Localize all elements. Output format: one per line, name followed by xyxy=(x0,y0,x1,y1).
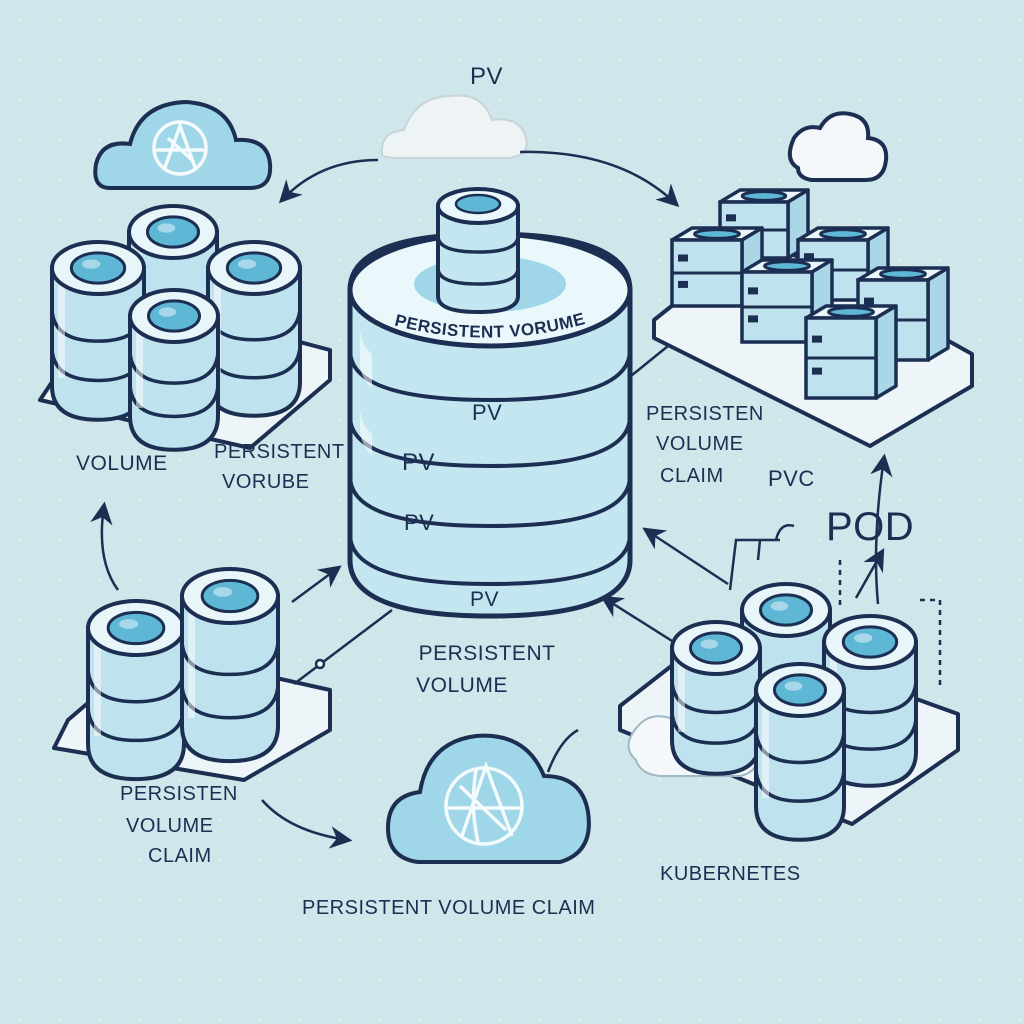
server-box-tr-front xyxy=(804,304,898,400)
central-persistent-volume xyxy=(347,187,633,619)
arrow-center-left-down xyxy=(293,609,393,685)
pvc-left-label: PERSISTEN VOLUME CLAIM xyxy=(120,783,244,867)
arrow-to-pvc xyxy=(625,345,669,381)
server-drum-tl-left xyxy=(50,240,146,422)
pvc-right-label: PERSISTEN VOLUME CLAIM xyxy=(646,403,770,487)
arrow-bottom-left xyxy=(261,799,353,849)
globe-icon xyxy=(444,760,524,846)
persistent-vorube-label: PERSISTENT VORUBE xyxy=(214,441,350,493)
arrow-pod-up xyxy=(870,453,893,605)
arrow-bottom-center xyxy=(546,728,579,773)
pvc-label: PVC xyxy=(768,466,815,491)
pv-band-label-3: PV xyxy=(404,510,434,535)
pv-band-label-1: PV xyxy=(472,400,502,425)
arrows xyxy=(90,150,942,849)
arrow-pod-inner xyxy=(854,548,885,599)
server-drum-br-front xyxy=(754,662,846,842)
pv-band-label-2: PV xyxy=(402,449,435,476)
arrow-center-left-up xyxy=(291,565,342,604)
server-drum-bl-right xyxy=(180,567,280,764)
pod-label: POD xyxy=(826,505,914,549)
pod-connector xyxy=(728,538,780,591)
pod-hook xyxy=(774,524,795,541)
server-drum-br-left xyxy=(670,620,762,776)
arrow-top-left xyxy=(278,158,379,204)
cloud-bottom-center-icon xyxy=(385,733,591,864)
aperture-icon xyxy=(152,120,208,176)
volume-left-label: VOLUME xyxy=(76,452,168,475)
pod-dash-line xyxy=(838,560,942,690)
cloud-top-center-icon xyxy=(380,94,528,159)
arrow-top-right xyxy=(519,150,680,208)
arrow-left-up xyxy=(90,501,120,591)
arrow-right-in-upper xyxy=(642,527,729,586)
pv-top-label: PV xyxy=(470,63,503,90)
server-stacks xyxy=(50,188,950,842)
server-drum-bl-left xyxy=(86,599,186,782)
pv-band-label-4: PV xyxy=(470,588,499,611)
cloud-top-left-icon xyxy=(93,99,273,190)
central-top-drum xyxy=(436,187,520,315)
server-drum-tl-right xyxy=(206,240,302,418)
server-drum-tl-front xyxy=(128,288,220,452)
persistent-volume-center-label: PERSISTENT VOLUME xyxy=(416,642,561,697)
pvc-bottom-label: PERSISTENT VOLUME CLAIM xyxy=(302,897,595,919)
server-drum-br-right xyxy=(822,614,918,788)
cloud-top-right-icon xyxy=(787,111,889,182)
kubernetes-label: KUBERNETES xyxy=(660,863,801,885)
arrow-right-in-lower xyxy=(600,595,681,648)
